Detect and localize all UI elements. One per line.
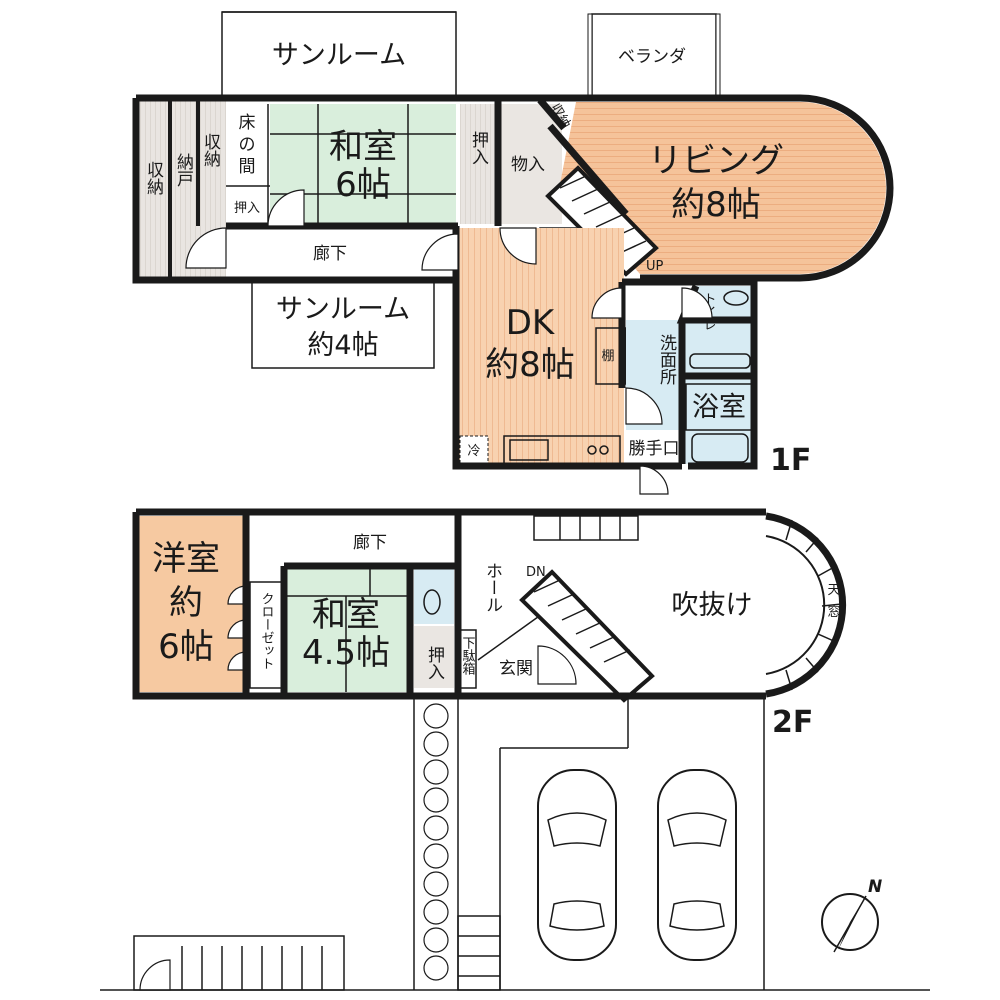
youshitsu-size-2: 6帖 bbox=[158, 627, 214, 667]
dk-name: DK bbox=[506, 303, 556, 343]
washitsu-2f-name: 和室 bbox=[312, 595, 380, 635]
dk-shelf-1: 棚 bbox=[601, 349, 614, 364]
skylight-label-1: 天 bbox=[827, 583, 840, 598]
bathroom-label: 浴室 bbox=[692, 392, 746, 423]
corridor-2f-label: 廊下 bbox=[353, 533, 387, 553]
tokonoma-label: 床 bbox=[239, 113, 256, 133]
living-name: リビング bbox=[648, 141, 784, 181]
dk-size: 約8帖 bbox=[485, 345, 575, 385]
hall-label: ホール bbox=[482, 562, 502, 613]
car-1 bbox=[537, 769, 617, 961]
fridge-label: 冷 bbox=[467, 444, 480, 459]
storage-left2-label: 収納 bbox=[200, 133, 221, 168]
oshiire-right-label: 押入 bbox=[468, 131, 489, 165]
washitsu-2f-size: 4.5帖 bbox=[302, 633, 390, 673]
floor-2-label: 2F bbox=[772, 705, 813, 740]
corridor-1f-label: 廊下 bbox=[313, 244, 347, 264]
sunroom-top-label: サンルーム bbox=[272, 40, 406, 71]
compass-letter: N bbox=[868, 877, 882, 897]
site: N bbox=[100, 698, 930, 991]
washroom-label: 洗面所 bbox=[656, 334, 677, 385]
floor-1: サンルーム ベランダ 収納 納戸 収納 床 の 間 押入 和室 6帖 bbox=[132, 11, 894, 495]
storage-left-label: 収納 bbox=[143, 161, 164, 196]
stair-up-label: UP bbox=[646, 259, 664, 274]
youshitsu-name: 洋室 bbox=[152, 539, 220, 579]
tokonoma-label-2: の bbox=[239, 135, 256, 155]
fukinuke-label: 吹抜け bbox=[672, 590, 753, 621]
tokonoma-label-3: 間 bbox=[239, 157, 256, 177]
nando-label: 納戸 bbox=[173, 153, 194, 187]
oshiire-2f-label: 押入 bbox=[424, 646, 445, 680]
monoire-label: 物入 bbox=[511, 155, 545, 175]
sunroom-2-name: サンルーム bbox=[276, 294, 410, 325]
washitsu-1f-size: 6帖 bbox=[335, 165, 391, 205]
hedge bbox=[423, 703, 449, 981]
compass-icon: N bbox=[821, 877, 882, 953]
youshitsu-size-1: 約 bbox=[169, 583, 203, 623]
getabako-label: 下駄箱 bbox=[460, 636, 476, 675]
living-size: 約8帖 bbox=[671, 185, 761, 225]
skylight-label-2: 窓 bbox=[827, 604, 840, 620]
oshiire-small-label: 押入 bbox=[234, 201, 260, 216]
closet-label: クローゼット bbox=[259, 592, 275, 670]
car-2 bbox=[657, 769, 737, 961]
veranda-label: ベランダ bbox=[618, 47, 686, 67]
dn-label: DN bbox=[526, 565, 546, 580]
floor-2: 洋室 約 6帖 クローゼット 廊下 和室 4.5帖 押入 下駄箱 ホール DN … bbox=[132, 508, 847, 740]
back-door-label: 勝手口 bbox=[629, 439, 680, 459]
entrance-label: 玄関 bbox=[499, 659, 533, 679]
floor-1-label: 1F bbox=[770, 443, 811, 478]
sunroom-2-size: 約4帖 bbox=[307, 330, 378, 361]
washitsu-1f-name: 和室 bbox=[329, 127, 397, 167]
washitsu-2f-area bbox=[286, 566, 408, 692]
